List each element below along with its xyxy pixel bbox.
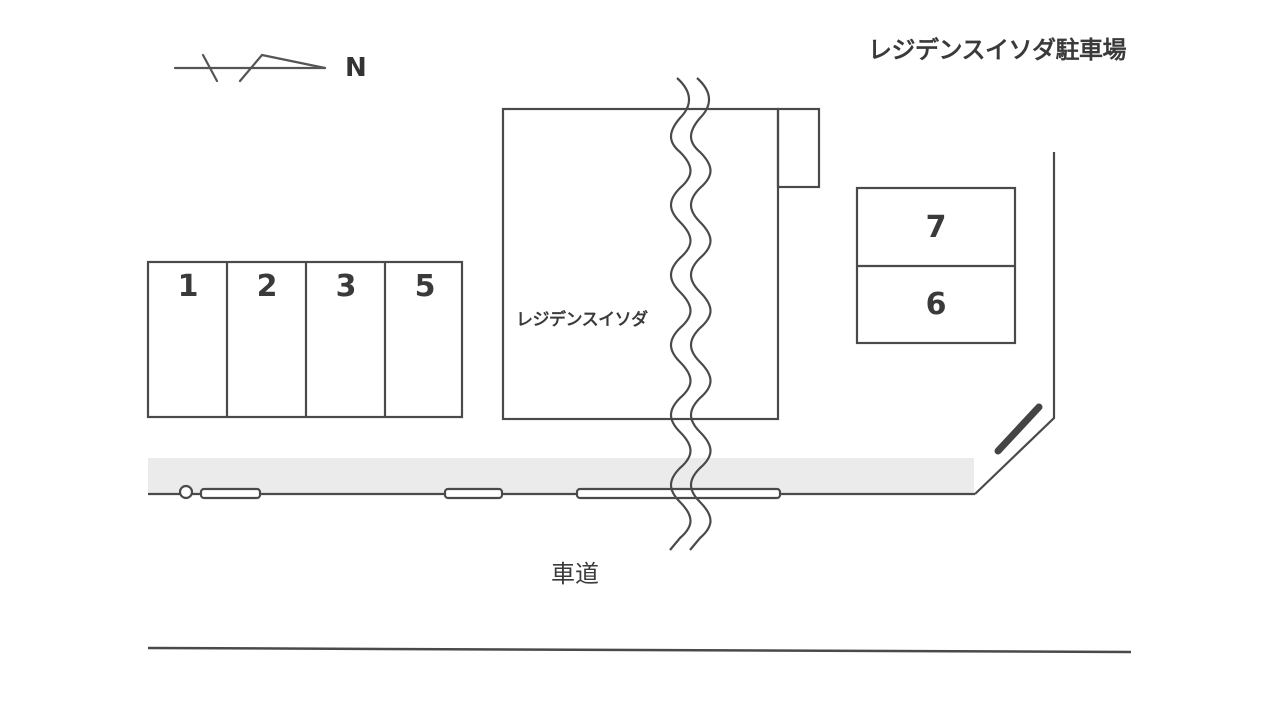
road-edge-line bbox=[147, 646, 1132, 654]
break-line-icon bbox=[669, 77, 712, 551]
parking-space-3: 3 bbox=[335, 269, 357, 304]
building-annex bbox=[776, 107, 821, 189]
parking-space-1: 1 bbox=[177, 269, 199, 304]
sidewalk-strip bbox=[148, 458, 974, 494]
north-arrow-icon bbox=[173, 53, 327, 83]
road-label: 車道 bbox=[551, 560, 599, 588]
parking-space-6: 6 bbox=[925, 287, 947, 322]
parking-space-5: 5 bbox=[414, 269, 436, 304]
north-label: N bbox=[345, 53, 367, 83]
parking-block-west bbox=[146, 260, 464, 419]
parking-space-7: 7 bbox=[925, 210, 947, 245]
building-name: レジデンスイソダ bbox=[516, 310, 648, 330]
parking-block-east bbox=[855, 186, 1017, 345]
gutter-cover bbox=[199, 487, 262, 500]
gutter-cover bbox=[443, 487, 504, 500]
drain-marker-icon bbox=[178, 484, 194, 500]
property-boundary bbox=[974, 152, 1056, 495]
entrance-gate-icon bbox=[994, 403, 1043, 455]
gutter-cover bbox=[575, 487, 782, 500]
page-title: レジデンスイソダ駐車場 bbox=[868, 36, 1127, 64]
building-outline bbox=[501, 107, 821, 421]
curb-line bbox=[148, 484, 975, 500]
parking-space-2: 2 bbox=[256, 269, 278, 304]
